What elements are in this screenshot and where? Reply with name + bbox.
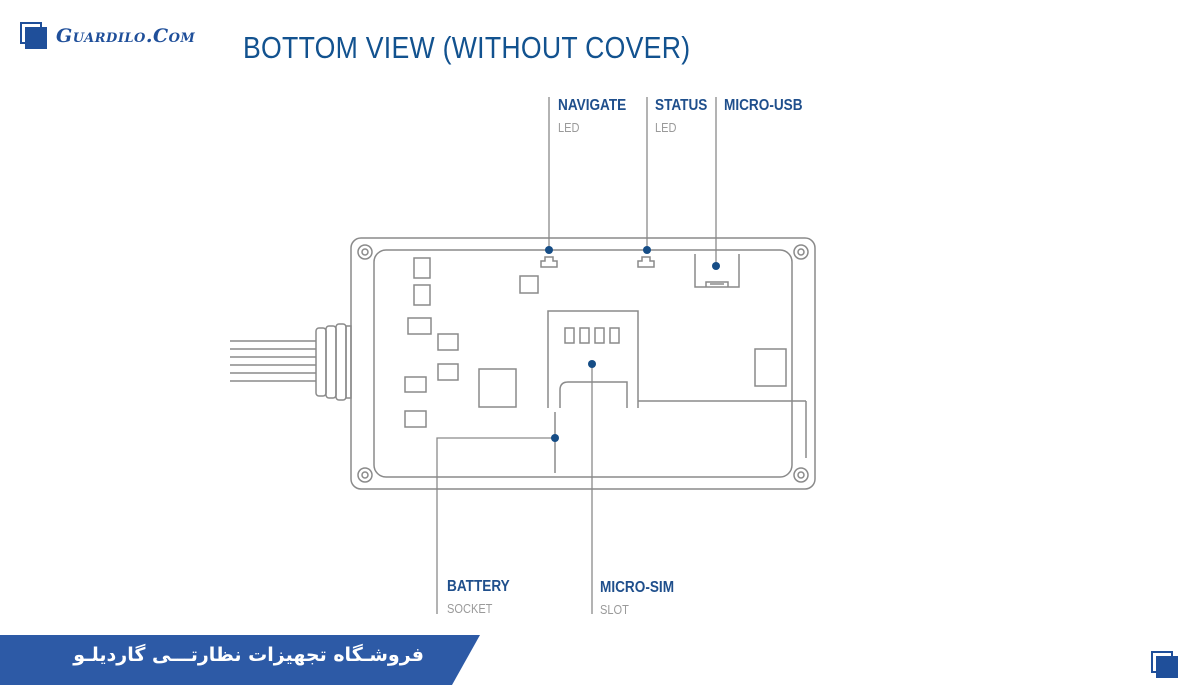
battery-leader (436, 437, 555, 614)
status-led (637, 256, 655, 268)
callout-status-name: STATUS (655, 97, 708, 114)
component (407, 317, 432, 335)
page-title: BOTTOM VIEW (WITHOUT COVER) (243, 30, 691, 65)
chip (754, 348, 787, 387)
callout-micro-sim: MICRO-SIM SLOT (600, 578, 687, 618)
callout-micro-usb-name: MICRO-USB (724, 97, 803, 114)
callout-battery-name: BATTERY (447, 578, 510, 595)
micro-sim-dot (588, 360, 596, 368)
component (404, 410, 427, 428)
navigate-dot (545, 246, 553, 254)
mount-hole (361, 248, 369, 256)
banner-text: فروشـگاه تجهیزات نظارتـــی گاردیلـو (73, 644, 424, 666)
callout-navigate-name: NAVIGATE (558, 97, 627, 114)
callout-battery: BATTERY SOCKET (447, 577, 521, 617)
component (519, 275, 539, 294)
micro-usb-port (694, 254, 740, 288)
callout-navigate-sub: LED (558, 120, 580, 135)
callout-status-sub: LED (655, 120, 677, 135)
mount-hole (357, 467, 373, 483)
navigate-led (540, 256, 558, 268)
brand-logo: Guardilo.Com (20, 20, 195, 52)
mount-hole (357, 244, 373, 260)
callout-status: STATUS LED (655, 96, 717, 136)
cable-wires (230, 340, 316, 382)
component (437, 333, 459, 351)
component (437, 363, 459, 381)
callout-navigate: NAVIGATE LED (558, 96, 638, 136)
board-outline (373, 249, 793, 478)
component (413, 284, 431, 306)
housing-outline (350, 237, 816, 490)
chip (478, 368, 517, 408)
component (404, 376, 427, 393)
cable-grommet (315, 323, 352, 401)
callout-micro-usb: MICRO-USB (724, 96, 816, 116)
mount-hole (797, 248, 805, 256)
mount-hole (793, 467, 809, 483)
banner-shape (0, 635, 480, 685)
mount-hole (797, 471, 805, 479)
store-banner: فروشـگاه تجهیزات نظارتـــی گاردیلـو (0, 635, 490, 685)
brand-name: Guardilo.Com (56, 25, 196, 47)
callout-battery-sub: SOCKET (447, 601, 493, 616)
callout-micro-sim-sub: SLOT (600, 602, 629, 617)
overlapping-squares-icon (20, 22, 48, 50)
micro-usb-dot (712, 262, 720, 270)
callout-micro-sim-name: MICRO-SIM (600, 579, 675, 596)
battery-dot (551, 434, 559, 442)
overlapping-squares-icon (1151, 651, 1179, 679)
component (413, 257, 431, 279)
sim-slot (547, 310, 639, 408)
mount-hole (793, 244, 809, 260)
status-dot (643, 246, 651, 254)
mount-hole (361, 471, 369, 479)
